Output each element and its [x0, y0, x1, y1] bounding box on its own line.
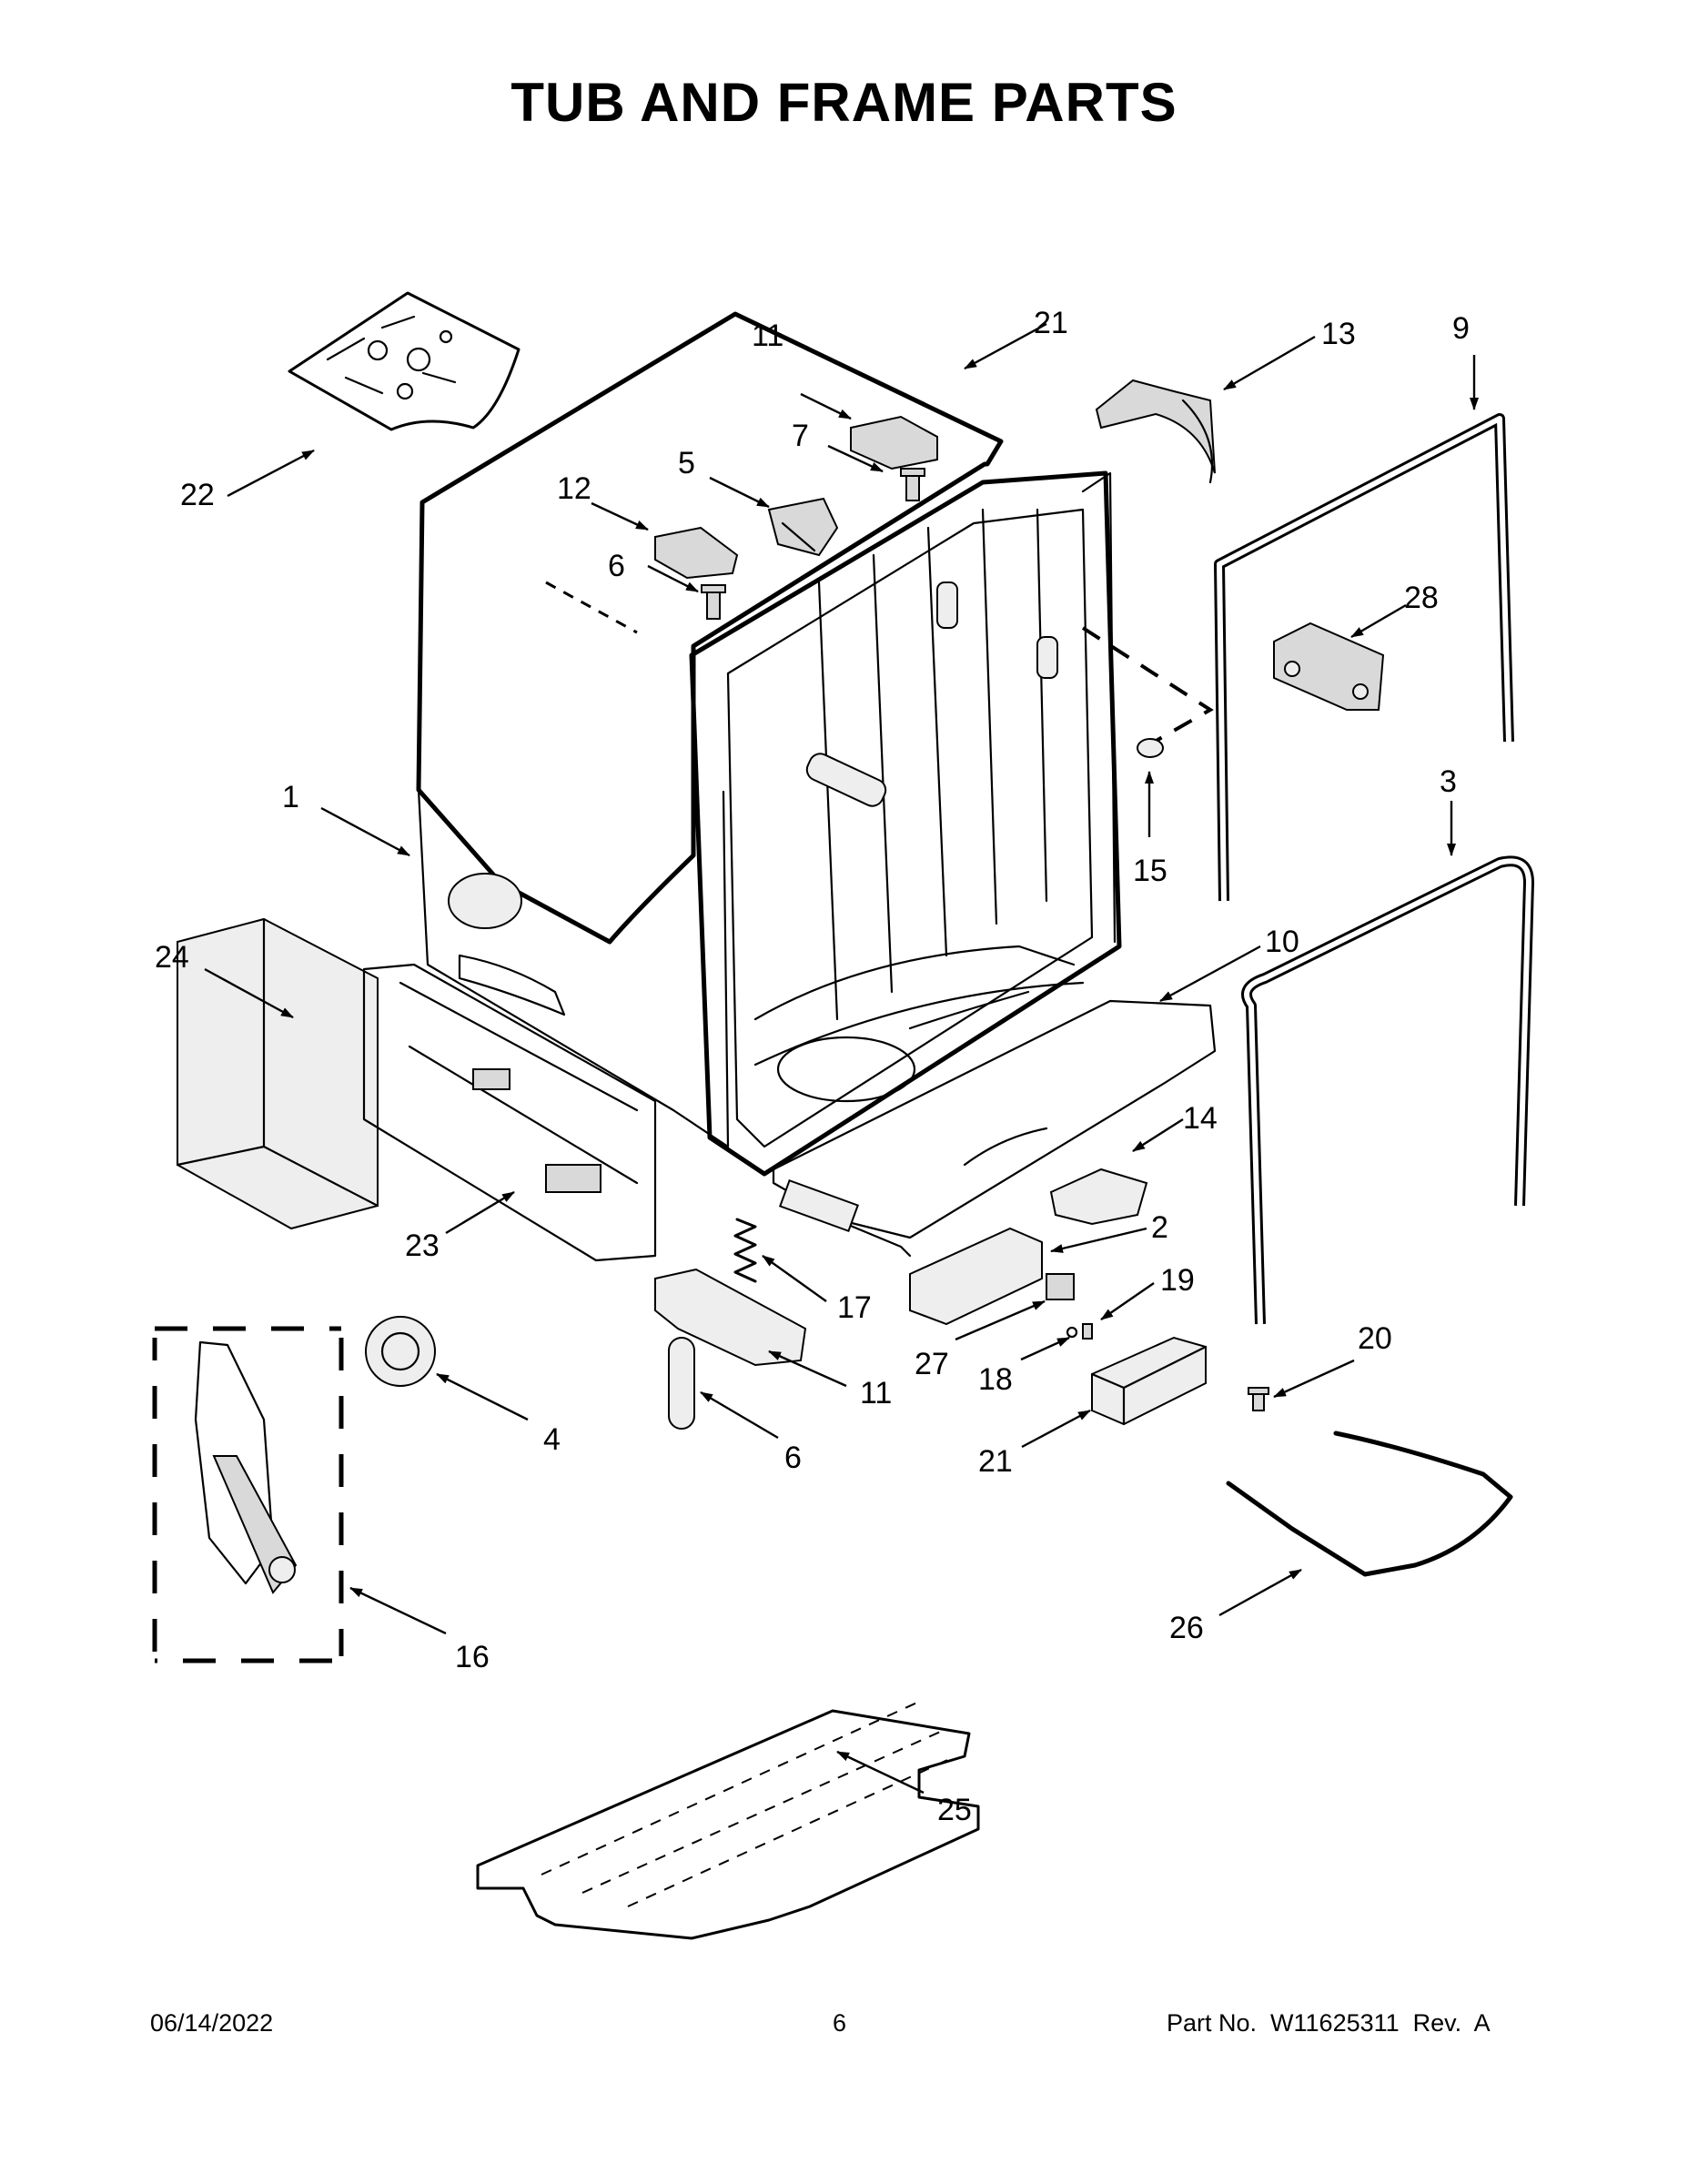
part-10-tube: [668, 1337, 695, 1430]
callout-23: 24: [155, 940, 189, 975]
part-22-insulation-blanket: [416, 311, 1004, 945]
part-7-side-gasket: [1214, 413, 1514, 902]
footer-part-number: Part No. W11625311 Rev. A: [1167, 2009, 1491, 2037]
part-6-screw-upper: [900, 468, 925, 501]
part-20-control-box: [1090, 1336, 1208, 1426]
part-2-control-bracket: [909, 1227, 1043, 1326]
part-25-base-pan: [476, 1701, 980, 1940]
part-3-door-gasket: [1241, 855, 1534, 1325]
callout-15: 16: [455, 1640, 490, 1674]
footer-date: 06/14/2022: [150, 2009, 274, 2037]
part-28-hinge: [1273, 622, 1385, 711]
part-16-spring: [733, 1218, 757, 1283]
callout-25: 25: [937, 1793, 972, 1827]
part-23-insulation-block: [176, 917, 379, 1230]
part-4-gear: [365, 1316, 436, 1387]
page-title: TUB AND FRAME PARTS: [510, 72, 1178, 133]
callout-26: 26: [1169, 1611, 1204, 1645]
footer-page-number: 6: [833, 2009, 847, 2037]
part-18-screw: [1082, 1323, 1093, 1340]
part-14-plug: [1137, 738, 1164, 758]
part-15-assembly-box: [152, 1326, 344, 1663]
part-27-switch: [1046, 1273, 1075, 1300]
callout-4: 4: [543, 1422, 561, 1457]
part-11-bracket-upper: [850, 415, 938, 470]
part-6-screw-lower: [701, 584, 726, 620]
callout-2: 2: [1151, 1210, 1168, 1245]
callout-labels: 22 21 13 9 11 7 5 12 6 28 15 3 1 10 24 1…: [155, 306, 1470, 1827]
part-13-bracket: [1049, 1168, 1148, 1226]
part-17-washer: [1066, 1326, 1078, 1339]
part-9-cup: [654, 1268, 807, 1367]
callout-21: 23: [405, 1228, 440, 1263]
callout-11-upper: 11: [752, 318, 783, 353]
part-24-hardware-bag: [288, 291, 521, 431]
callout-6-lower: 6: [608, 549, 625, 583]
callout-8: 10: [1265, 925, 1299, 959]
callout-28: 28: [1404, 581, 1439, 615]
callout-18: 19: [1160, 1263, 1195, 1298]
callout-17: 18: [978, 1362, 1013, 1397]
callout-12: 13: [1321, 317, 1356, 351]
callout-13: 14: [1183, 1101, 1218, 1136]
callout-14: 15: [1133, 854, 1167, 888]
part-21-base-left: [362, 963, 657, 1262]
callout-19: 20: [1358, 1321, 1392, 1356]
callout-leaders: [204, 322, 1479, 1795]
callout-5: 5: [678, 446, 695, 480]
callout-20: 21: [978, 1444, 1013, 1479]
callout-10: 6: [784, 1441, 802, 1475]
part-1-tub: [417, 470, 1122, 1177]
part-19-screw: [1248, 1387, 1269, 1411]
part-8-base-frame: [772, 999, 1217, 1258]
part-26-wire-harness: [1226, 1431, 1513, 1577]
part-5-bracket: [767, 497, 839, 557]
callout-24: 22: [180, 478, 215, 512]
callout-11-lower: 12: [557, 471, 591, 506]
callout-6-upper: 7: [792, 419, 809, 453]
callout-9: 11: [860, 1376, 892, 1410]
part-12-arc-bracket: [1095, 379, 1216, 484]
callout-22: 21: [1034, 306, 1068, 340]
callout-7: 9: [1452, 311, 1470, 346]
callout-1: 1: [282, 780, 299, 814]
callout-3: 3: [1440, 764, 1457, 799]
callout-27: 27: [915, 1347, 949, 1381]
callout-16: 17: [837, 1290, 872, 1325]
part-11-bracket-lower: [654, 526, 739, 580]
